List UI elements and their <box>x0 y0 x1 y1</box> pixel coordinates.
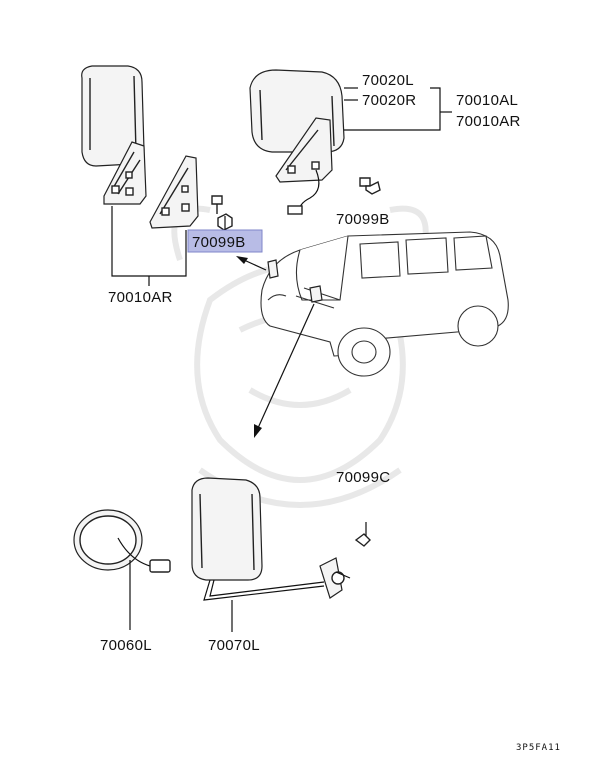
mirror-assembly-right <box>249 69 452 215</box>
callout-70020l[interactable]: 70020L <box>362 72 414 89</box>
callout-70099c[interactable]: 70099C <box>336 469 390 486</box>
figure-code: 3P5FA11 <box>516 743 561 753</box>
callout-70010ar-left[interactable]: 70010AR <box>108 289 173 306</box>
van-illustration <box>236 231 509 438</box>
callout-70099b[interactable]: 70099B <box>336 211 390 228</box>
mirror-assembly-left <box>81 65 233 286</box>
callout-70010ar-top[interactable]: 70010AR <box>456 113 521 130</box>
callout-70060l[interactable]: 70060L <box>100 637 152 654</box>
callout-70099b-highlighted[interactable]: 70099B <box>192 234 246 251</box>
mirror-lens-assembly <box>73 509 171 630</box>
callout-70020r[interactable]: 70020R <box>362 92 416 109</box>
callout-70070l[interactable]: 70070L <box>208 637 260 654</box>
stay-mirror-assembly <box>191 477 371 632</box>
callout-70010al[interactable]: 70010AL <box>456 92 518 109</box>
